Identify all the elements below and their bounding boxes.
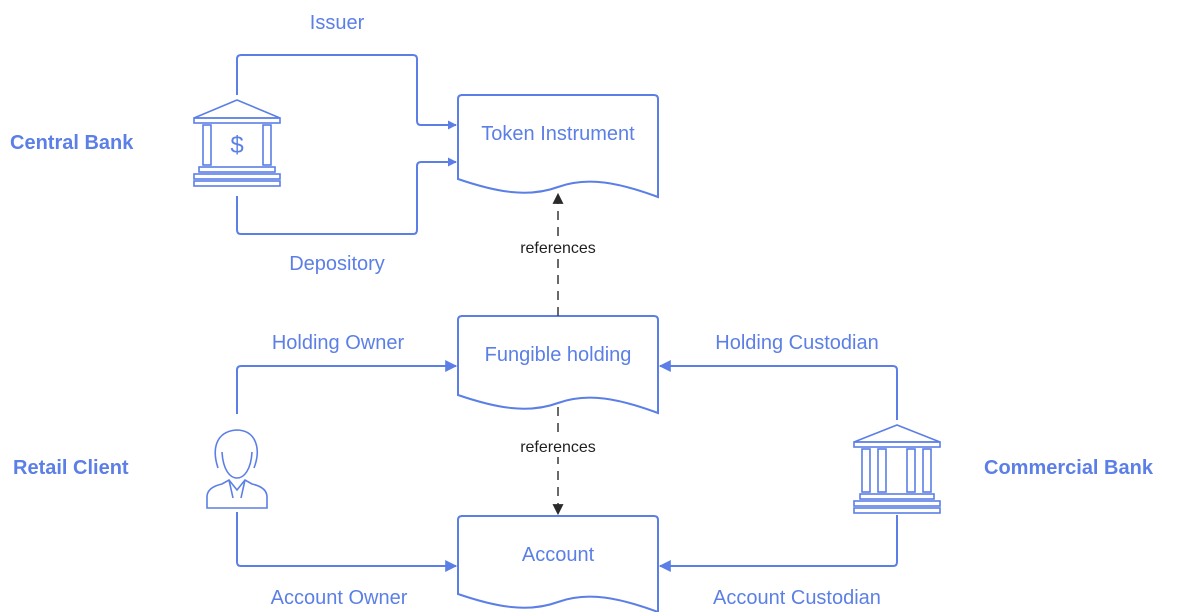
depository-label: Depository: [289, 253, 385, 275]
holding-custodian-connector: [658, 360, 898, 420]
token-instrument-node: [457, 94, 659, 199]
retail-client-label: Retail Client: [13, 457, 129, 479]
issuer-label: Issuer: [310, 12, 365, 34]
holding-owner-label: Holding Owner: [272, 332, 405, 354]
holding-custodian-label: Holding Custodian: [715, 332, 878, 354]
commercial-bank-label: Commercial Bank: [984, 457, 1154, 479]
bank-icon: [853, 424, 941, 514]
svg-text:$: $: [230, 132, 243, 159]
central-bank-label: Central Bank: [10, 132, 134, 154]
bank-dollar-icon: $: [193, 99, 281, 187]
account-owner-connector: [236, 512, 458, 572]
account-custodian-connector: [658, 515, 898, 572]
account-custodian-label: Account Custodian: [713, 587, 881, 609]
holding-to-account-reference-label: references: [520, 439, 596, 456]
person-icon: [206, 429, 268, 509]
token-instrument-label: Token Instrument: [481, 123, 635, 145]
account-label: Account: [522, 544, 595, 566]
issuer-connector: [236, 54, 457, 130]
fungible-holding-node: [457, 315, 659, 415]
account-node: [457, 515, 659, 612]
holding-owner-connector: [236, 360, 458, 414]
account-owner-label: Account Owner: [271, 587, 408, 609]
depository-connector: [236, 157, 457, 235]
holding-to-instrument-reference-label: references: [520, 240, 596, 257]
fungible-holding-label: Fungible holding: [485, 344, 632, 366]
